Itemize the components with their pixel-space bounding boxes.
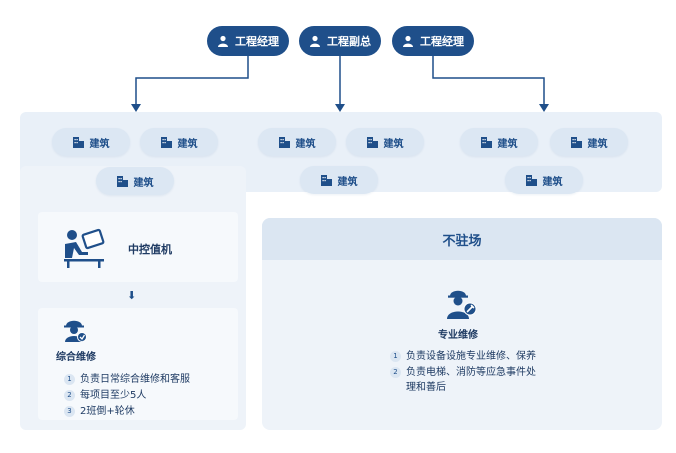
building-chip: 建筑: [96, 167, 174, 195]
maintenance-title: 综合维修: [56, 352, 96, 363]
building-icon: [116, 175, 128, 187]
building-icon: [320, 174, 332, 186]
specialist-title: 专业维修: [438, 330, 478, 341]
building-chip: 建筑: [550, 128, 628, 156]
building-label: 建筑: [337, 176, 358, 188]
building-label: 建筑: [542, 176, 563, 188]
building-chip: 建筑: [460, 128, 538, 156]
building-label: 建筑: [383, 138, 404, 150]
manager-pill-center: 工程副总: [299, 26, 381, 56]
building-chip: 建筑: [505, 166, 583, 194]
building-label: 建筑: [295, 138, 316, 150]
item-number: 2: [390, 366, 401, 378]
person-icon: [217, 35, 229, 47]
building-label: 建筑: [89, 138, 110, 150]
operator-icon: [62, 228, 106, 272]
building-icon: [480, 136, 492, 148]
building-icon: [160, 136, 172, 148]
building-icon: [72, 136, 84, 148]
manager-pill-right: 工程经理: [392, 26, 474, 56]
item-text: 2班倒+轮休: [80, 406, 135, 417]
offsite-panel: 不驻场: [262, 218, 662, 430]
building-label: 建筑: [587, 138, 608, 150]
arrow-down-icon: ⬇: [127, 289, 137, 302]
building-icon: [278, 136, 290, 148]
manager-label: 工程经理: [235, 35, 279, 48]
building-label: 建筑: [133, 177, 154, 189]
item-number: 2: [64, 389, 75, 401]
item-number: 1: [390, 350, 401, 362]
item-number: 1: [64, 373, 75, 385]
item-text: 负责日常综合维修和客服: [80, 374, 190, 385]
building-icon: [570, 136, 582, 148]
building-icon: [525, 174, 537, 186]
manager-pill-left: 工程经理: [207, 26, 289, 56]
list-item: 2 负责电梯、消防等应急事件处: [390, 363, 536, 378]
list-item: 1 负责设备设施专业维修、保养: [390, 347, 536, 362]
item-text: 负责电梯、消防等应急事件处: [406, 367, 536, 378]
building-chip: 建筑: [258, 128, 336, 156]
building-label: 建筑: [497, 138, 518, 150]
maintenance-worker-icon: [63, 317, 89, 347]
manager-label: 工程副总: [327, 35, 371, 48]
list-item: 3 2班倒+轮休: [64, 402, 135, 417]
list-item: 2 每项目至少5人: [64, 386, 146, 401]
control-room-title: 中控值机: [128, 243, 172, 256]
item-text-continued: 理和善后: [406, 382, 446, 393]
manager-label: 工程经理: [420, 35, 464, 48]
person-icon: [309, 35, 321, 47]
item-text: 负责设备设施专业维修、保养: [406, 351, 536, 362]
building-chip: 建筑: [346, 128, 424, 156]
item-text: 每项目至少5人: [80, 390, 147, 401]
person-icon: [402, 35, 414, 47]
building-label: 建筑: [177, 138, 198, 150]
building-chip: 建筑: [300, 166, 378, 194]
building-chip: 建筑: [140, 128, 218, 156]
list-item: 1 负责日常综合维修和客服: [64, 370, 190, 385]
technician-icon: [444, 287, 478, 323]
item-number: 3: [64, 405, 75, 417]
building-icon: [366, 136, 378, 148]
building-chip: 建筑: [52, 128, 130, 156]
offsite-header: 不驻场: [262, 218, 662, 260]
